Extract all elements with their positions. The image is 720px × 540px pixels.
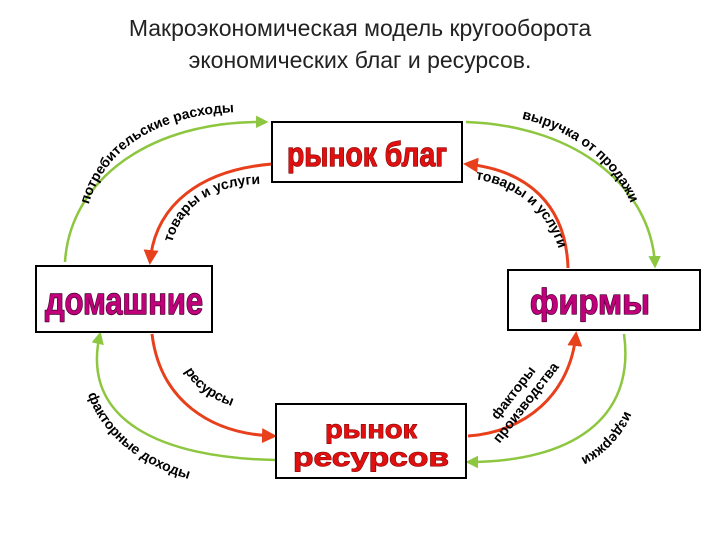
goods-market-box: рынок благ [271, 121, 463, 183]
goods-market-label: рынок благ [287, 136, 447, 174]
goods-services-right-arrow [463, 157, 570, 269]
households-label: домашние [45, 281, 203, 323]
goods-services-left-label: товары и услуги [160, 171, 261, 244]
goods-services-left-arrow [143, 162, 273, 265]
firms-box: фирмы [507, 269, 701, 331]
resources-market-box: рынок ресурсов [275, 403, 467, 479]
costs-label: издержки [579, 410, 637, 470]
resources-market-label-line2: ресурсов [293, 442, 449, 472]
factor-income-arrow [91, 331, 277, 462]
title-line-2: экономических благ и ресурсов. [188, 47, 532, 73]
firms-label: фирмы [530, 281, 650, 322]
sales-revenue-arrow [465, 120, 661, 269]
costs-arrow [465, 333, 627, 469]
sales-revenue-label: выручка от продажи [521, 106, 642, 204]
factor-income-label: факторные доходы [85, 390, 192, 482]
factors-of-production-arrow [467, 331, 583, 438]
resources-arrow [150, 333, 277, 444]
resources-label: ресурсы [182, 364, 236, 409]
page-title: Макроэкономическая модель кругооборота э… [0, 12, 720, 76]
goods-services-right-label: товары и услуги [475, 166, 571, 249]
resources-market-label-line1: рынок [325, 414, 418, 444]
consumer-spending-arrow [63, 115, 269, 263]
title-line-1: Макроэкономическая модель кругооборота [128, 15, 592, 41]
households-box: домашние [35, 265, 213, 333]
